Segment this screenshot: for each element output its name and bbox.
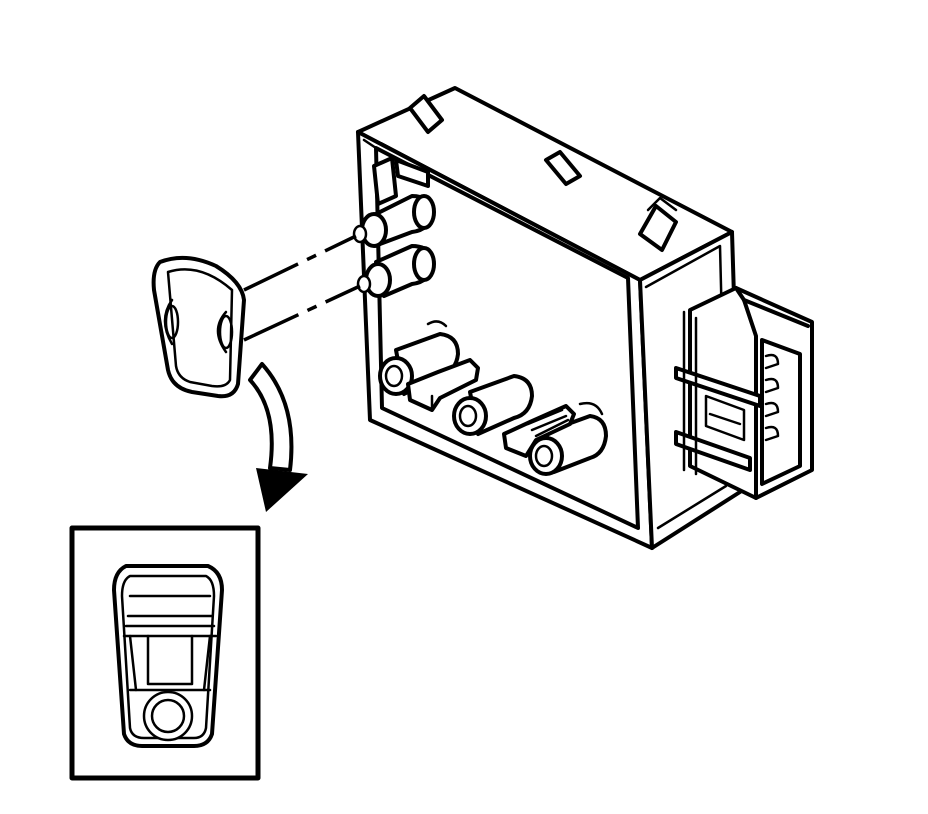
lower-terminals: [378, 320, 608, 476]
wire-harness-connector: [674, 286, 814, 500]
module-inner-rim: [374, 146, 640, 530]
plug-end-view-inset: [69, 525, 261, 781]
module-top-tab-3: [638, 204, 678, 252]
module-top-tab-1: [408, 94, 444, 134]
alignment-lines: [243, 234, 361, 342]
module-top-tab-2: [544, 150, 582, 186]
terminal-plug: [151, 255, 246, 399]
upper-terminals: [352, 194, 436, 298]
routing-arrow: [248, 362, 308, 512]
control-module: [356, 86, 742, 550]
